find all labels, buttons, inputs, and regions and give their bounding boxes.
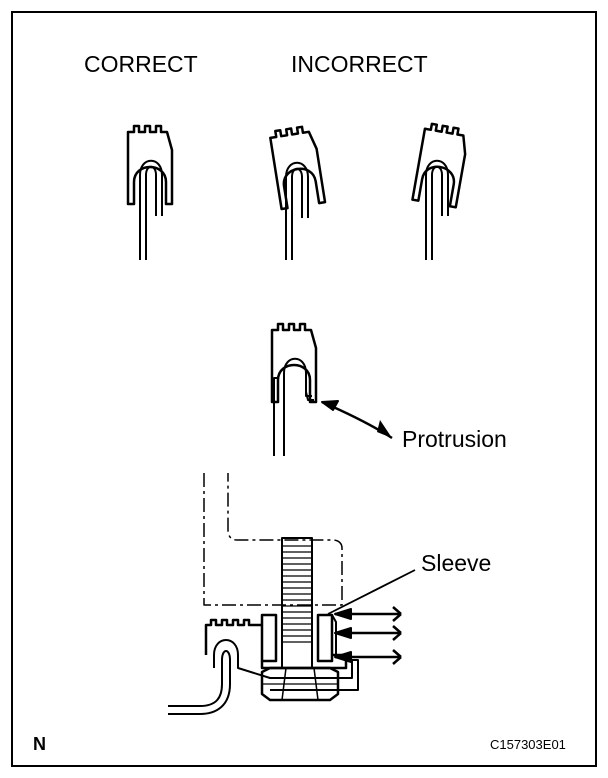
figure-code: C157303E01 [490,737,566,752]
label-protrusion: Protrusion [402,426,507,452]
indicator-arrows [334,606,402,665]
sleeve-leader [327,569,416,615]
north-indicator: N [33,734,46,754]
clip-correct [126,124,174,260]
clip-incorrect-2 [411,121,471,260]
sleeve-left [260,613,278,663]
protrusion-arrow [321,400,393,440]
sleeve-right [316,613,334,663]
label-incorrect: INCORRECT [291,51,428,77]
diagram-frame [11,11,597,767]
label-correct: CORRECT [84,51,198,77]
clip-protrusion [270,322,318,456]
clip-incorrect-1 [268,123,327,260]
bolt-threads [282,545,312,643]
label-sleeve: Sleeve [421,550,492,576]
installation-assembly [168,473,359,715]
